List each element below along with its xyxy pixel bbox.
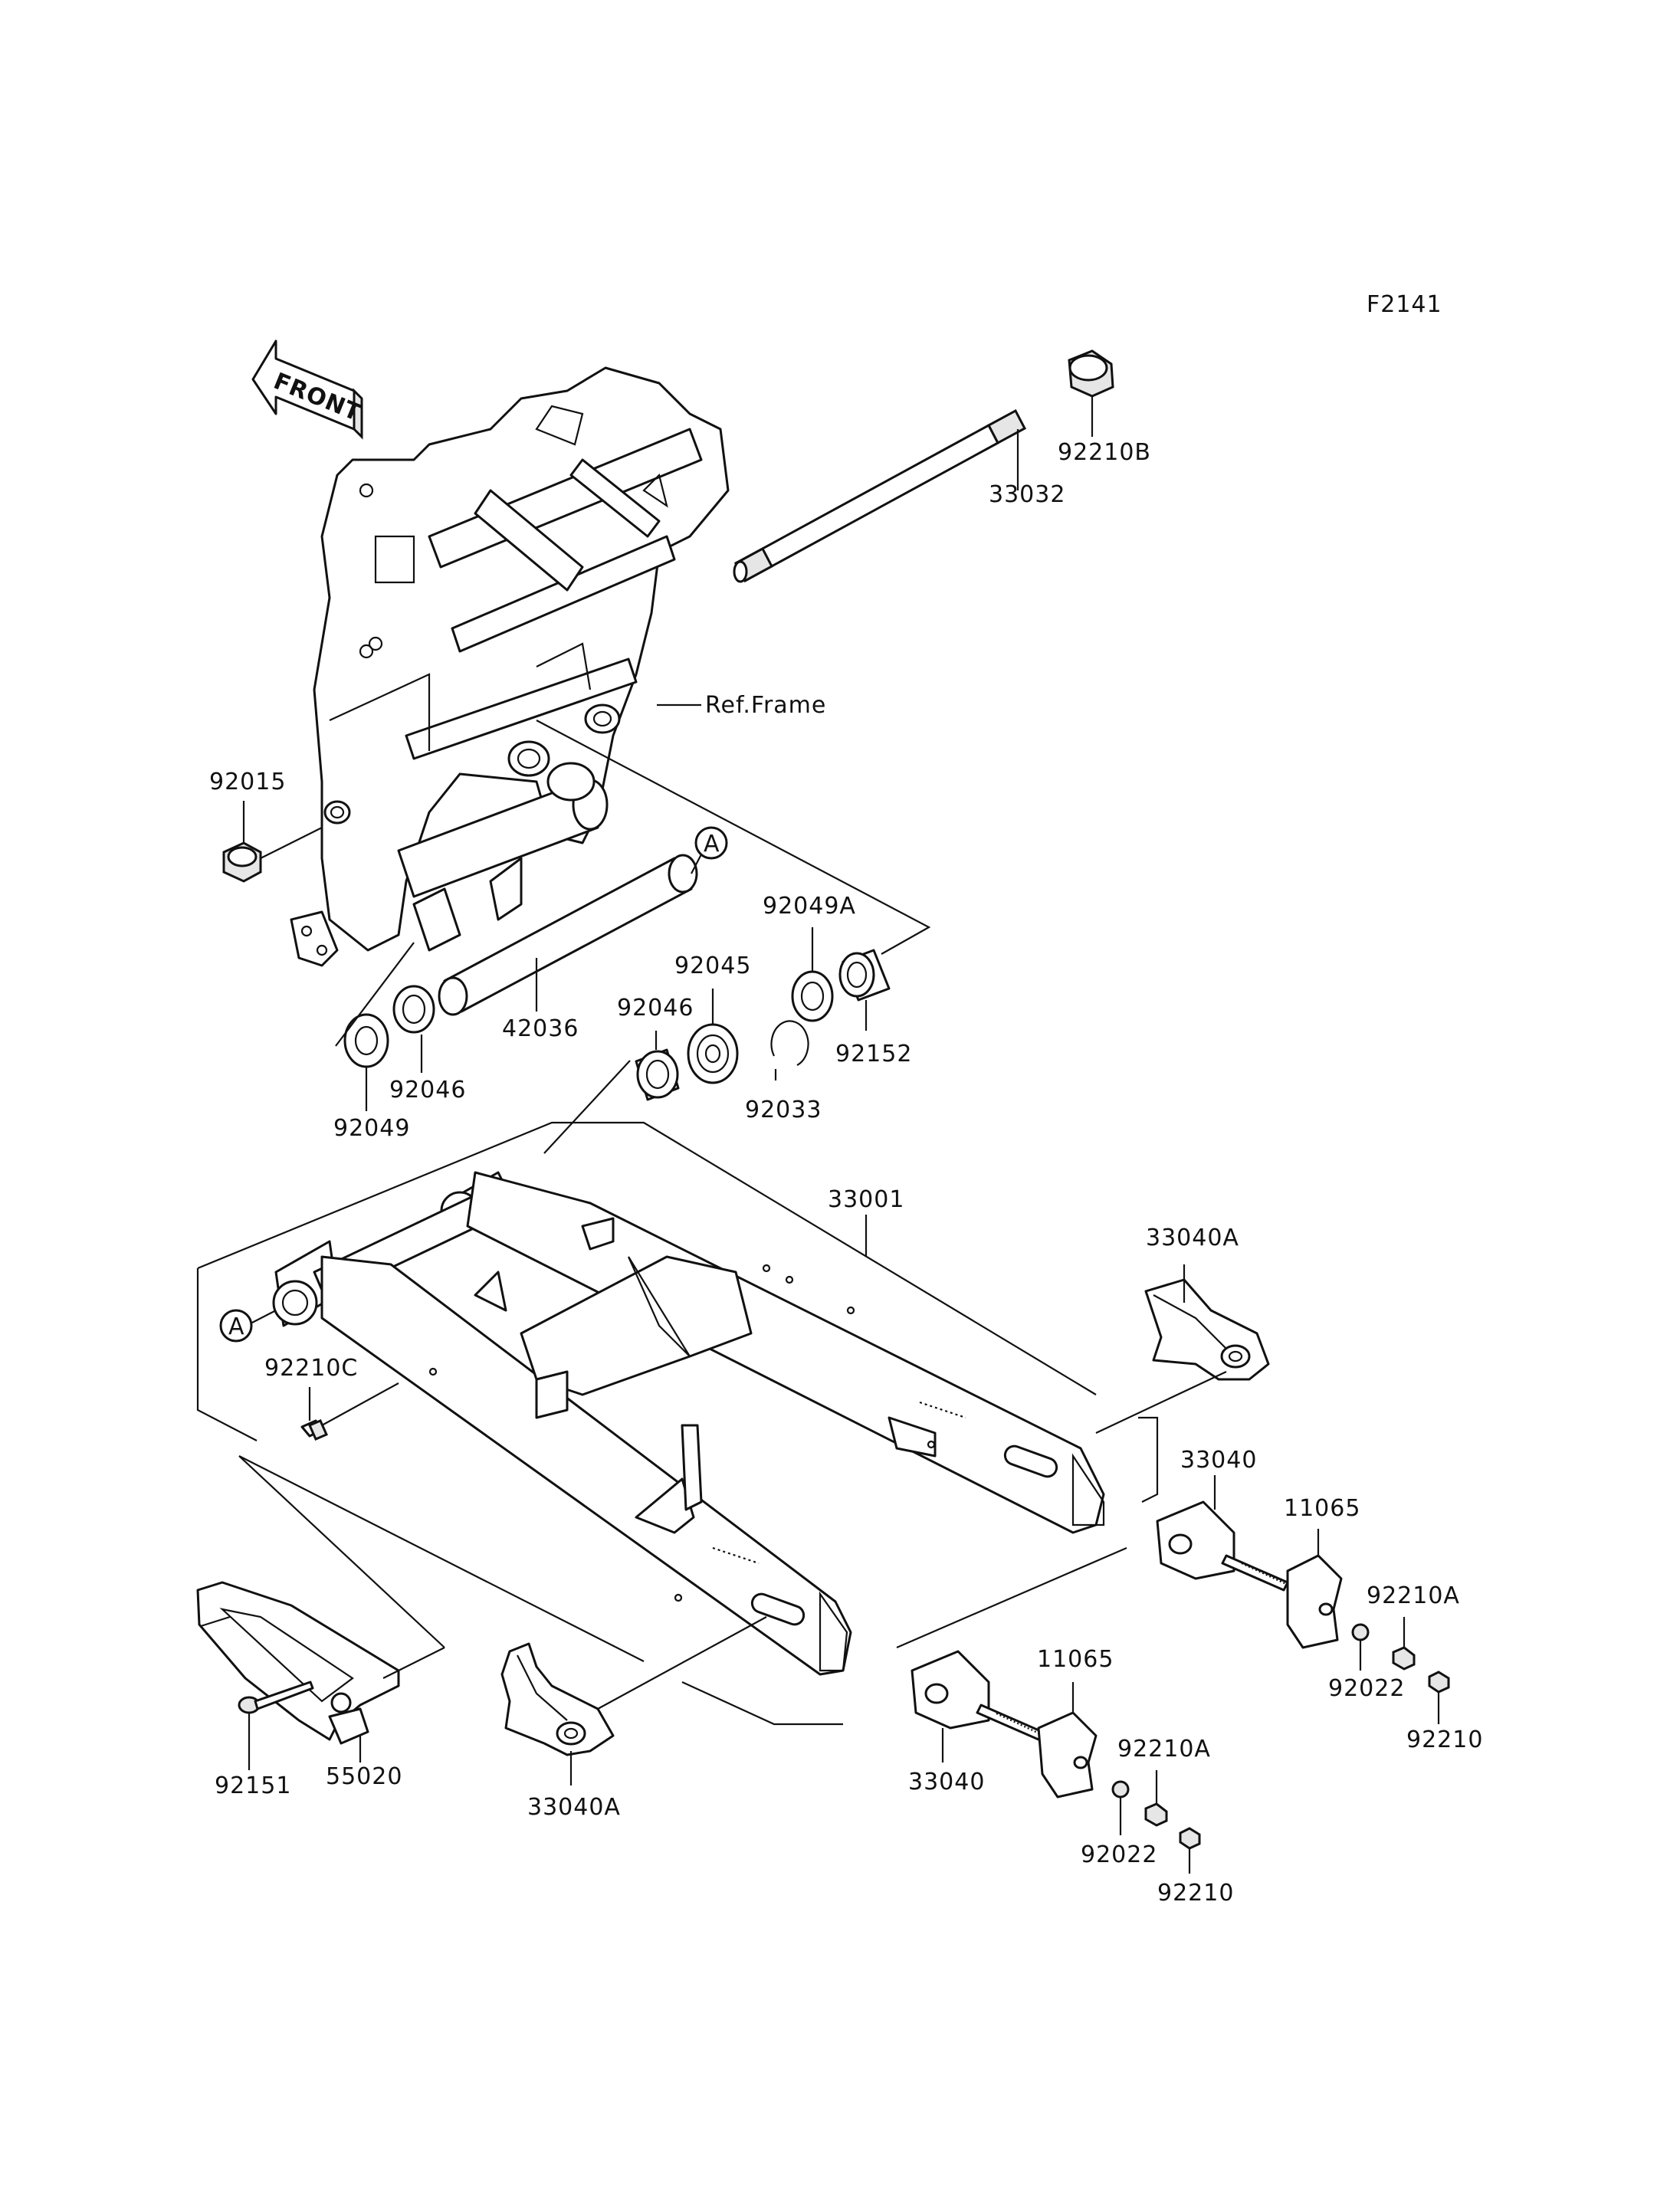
adjuster-plate-33040A-left [500,1642,615,1756]
chain-adjuster-33040-mid [911,1650,1044,1741]
bearing-92046 [392,985,435,1034]
swingarm-33001 [272,1171,1105,1676]
screw-92151 [238,1681,314,1714]
collar-92152 [838,949,891,1002]
adjuster-block-11065-mid [1037,1711,1098,1799]
label-92152: 92152 [835,1041,912,1067]
label-33040A-right: 33040A [1146,1225,1239,1251]
label-92210-mid: 92210 [1157,1880,1234,1907]
diagram-code: F2141 [1367,291,1442,318]
label-92046-left: 92046 [389,1077,466,1103]
label-92210C: 92210C [264,1355,358,1382]
label-92151: 92151 [215,1772,291,1799]
label-92210A-right: 92210A [1367,1582,1460,1609]
ref-frame-label: Ref.Frame [705,692,826,719]
label-92049A: 92049A [763,893,856,920]
label-33001: 33001 [828,1186,904,1213]
label-92022-mid: 92022 [1081,1841,1157,1868]
nut-92210A-right [1392,1646,1416,1671]
label-33040A-left: 33040A [527,1794,621,1821]
label-92022-right: 92022 [1328,1675,1405,1702]
label-55020: 55020 [326,1763,402,1790]
label-33032: 33032 [989,481,1065,508]
collar-42036 [438,854,698,1016]
seal-92049 [343,1013,389,1068]
seal-92049A [791,970,834,1022]
bearing-92046-center [635,1048,680,1101]
label-92045: 92045 [674,953,751,979]
marker-a-upper: A [704,831,720,857]
nut-92210B [1068,349,1114,398]
marker-a-lower: A [228,1313,245,1340]
nut-92210-right [1428,1671,1450,1694]
frame-reference [290,366,730,967]
label-92046-center: 92046 [617,995,694,1021]
label-11065-mid: 11065 [1037,1646,1114,1673]
washer-92022-mid [1111,1780,1130,1799]
chain-adjuster-33040-right [1156,1500,1289,1592]
label-33040-mid: 33040 [908,1769,985,1795]
adjuster-block-11065-right [1286,1554,1343,1649]
label-92049: 92049 [333,1115,410,1142]
bolt-92210C [300,1419,328,1441]
label-92015: 92015 [209,769,286,795]
label-92210B: 92210B [1058,439,1151,466]
label-42036: 42036 [502,1015,579,1042]
nut-92015 [222,841,262,883]
label-92210A-mid: 92210A [1117,1736,1211,1763]
washer-92022-right [1351,1623,1370,1641]
label-33040-right: 33040 [1180,1447,1257,1474]
chain-guide-55020 [196,1581,400,1745]
circlip-92033 [770,1020,809,1066]
label-11065-right: 11065 [1284,1495,1360,1522]
front-arrow-icon: FRONT [251,339,365,440]
pivot-shaft-33032 [733,408,1027,583]
nut-92210-mid [1179,1827,1201,1850]
label-92210-right: 92210 [1406,1726,1483,1753]
adjuster-plate-33040A-right [1144,1278,1270,1381]
bearing-92045 [687,1023,739,1084]
nut-92210A-mid [1144,1802,1168,1827]
label-92033: 92033 [745,1097,822,1123]
